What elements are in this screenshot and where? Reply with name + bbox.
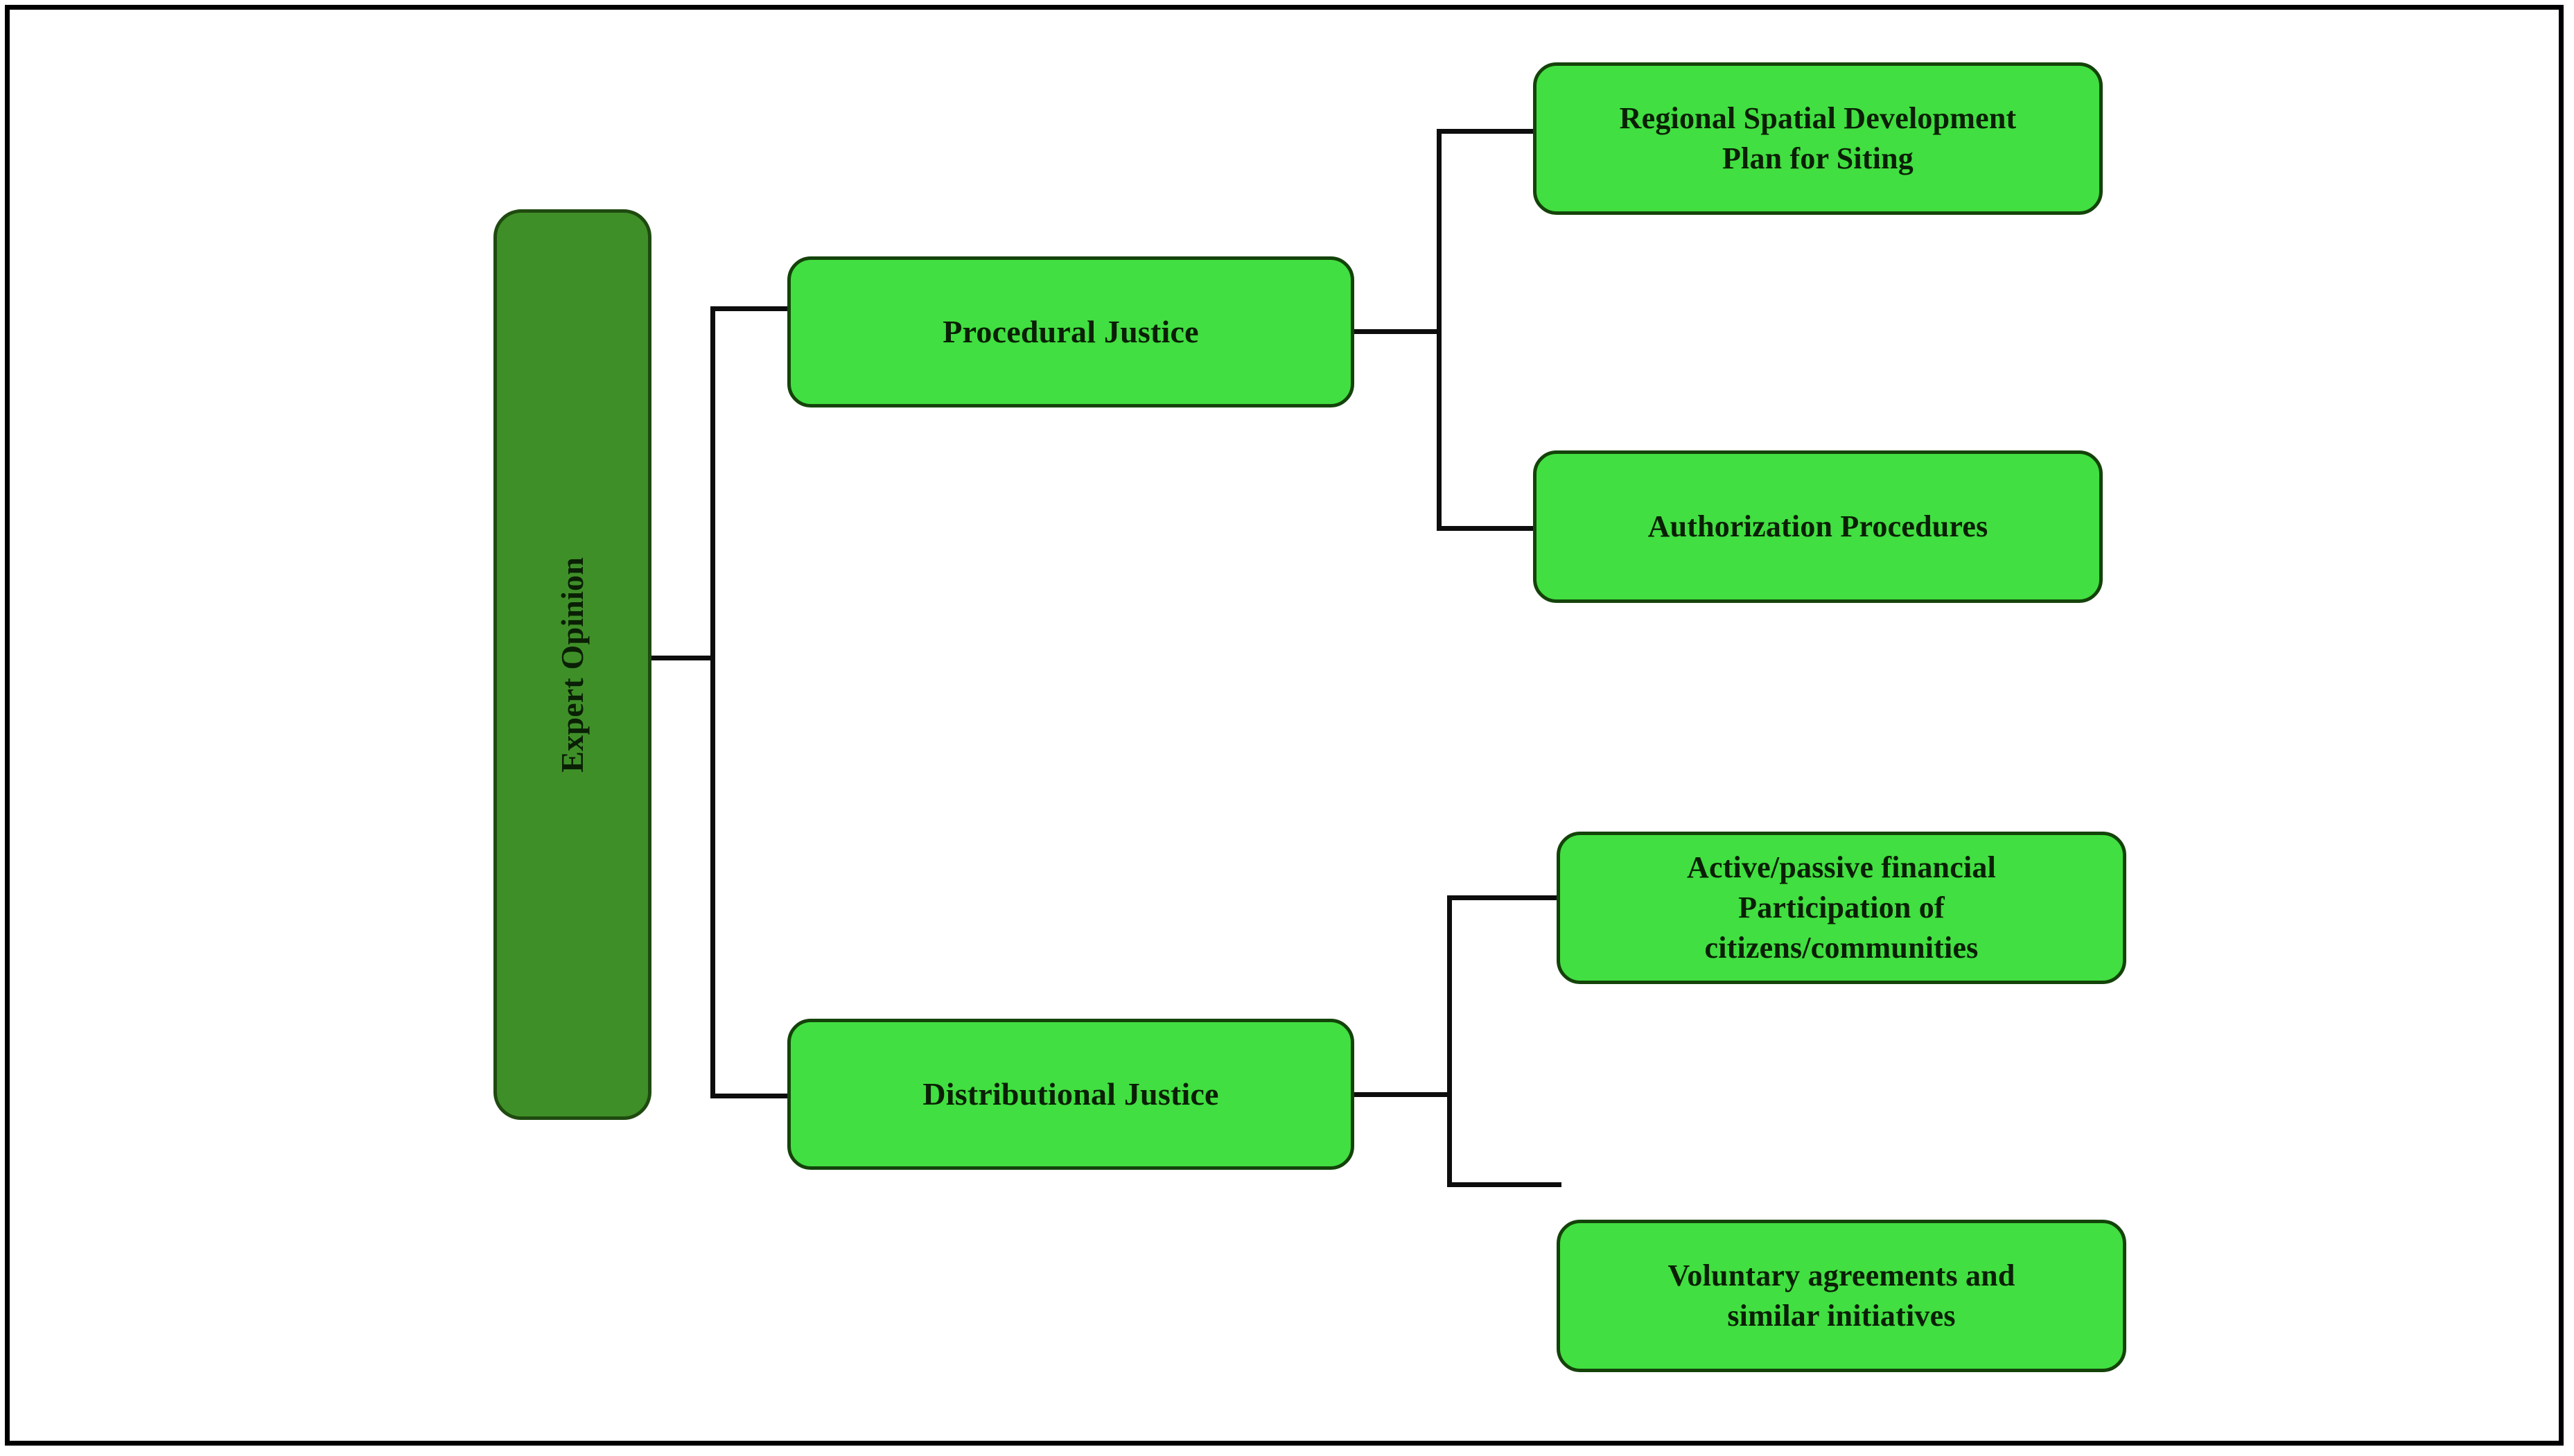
node-regional-spatial-development-plan[interactable]: Regional Spatial Development Plan for Si… — [1533, 62, 2103, 215]
connector-procedural-spine — [1437, 129, 1442, 531]
connector-procedural-stub — [1349, 329, 1442, 334]
node-label-procedural-justice: Procedural Justice — [943, 313, 1199, 349]
connector-arm-authorization — [1437, 526, 1538, 531]
connector-arm-voluntary-agreements — [1447, 1182, 1561, 1187]
node-authorization-procedures[interactable]: Authorization Procedures — [1533, 450, 2103, 603]
node-label-expert-opinion: Expert Opinion — [554, 556, 590, 773]
connector-left-spine — [710, 306, 715, 1098]
connector-distributional-spine — [1447, 895, 1452, 1187]
node-financial-participation[interactable]: Active/passive financial Participation o… — [1557, 832, 2126, 984]
node-procedural-justice[interactable]: Procedural Justice — [787, 256, 1354, 407]
node-voluntary-agreements[interactable]: Voluntary agreements and similar initiat… — [1557, 1220, 2126, 1372]
diagram-frame: Expert Opinion Procedural Justice Region… — [5, 5, 2564, 1446]
node-expert-opinion[interactable]: Expert Opinion — [493, 209, 651, 1120]
connector-arm-financial-participation — [1447, 895, 1561, 900]
connector-root-stub — [646, 656, 715, 660]
connector-arm-regional-plan — [1437, 129, 1538, 134]
connector-arm-distributional — [710, 1094, 792, 1098]
connector-arm-procedural — [710, 306, 792, 311]
node-label-regional-spatial-development-plan: Regional Spatial Development Plan for Si… — [1619, 100, 2017, 175]
node-label-distributional-justice: Distributional Justice — [922, 1076, 1219, 1112]
node-distributional-justice[interactable]: Distributional Justice — [787, 1019, 1354, 1170]
node-label-voluntary-agreements: Voluntary agreements and similar initiat… — [1667, 1258, 2015, 1333]
node-label-authorization-procedures: Authorization Procedures — [1647, 509, 1988, 543]
node-label-financial-participation: Active/passive financial Participation o… — [1686, 850, 1996, 965]
connector-distributional-stub — [1347, 1092, 1452, 1097]
